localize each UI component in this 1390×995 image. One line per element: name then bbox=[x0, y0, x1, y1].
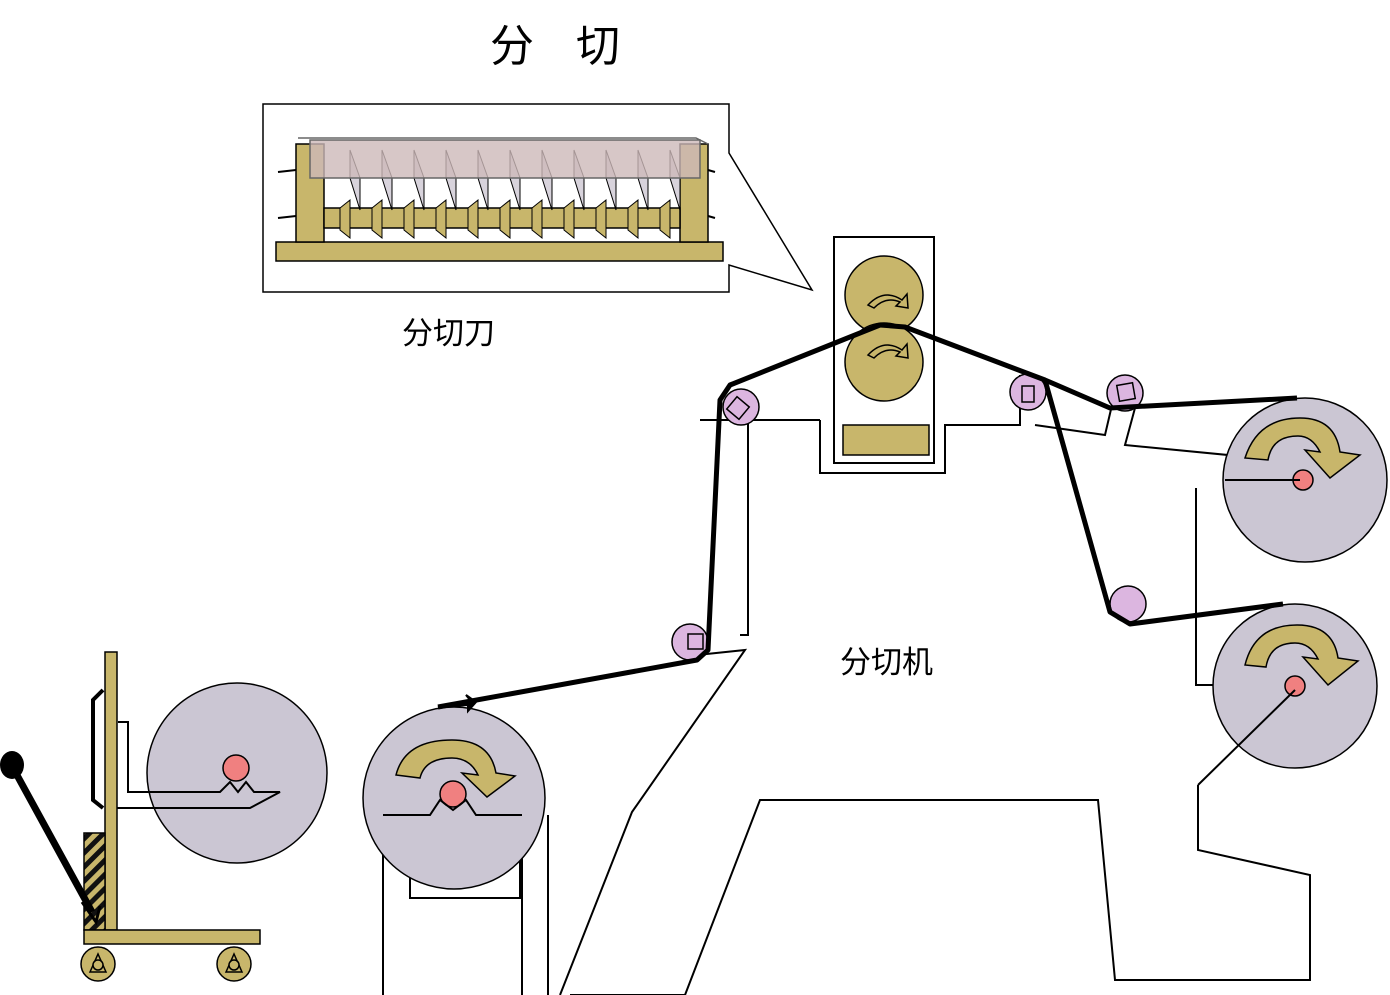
knife-callout bbox=[262, 103, 814, 293]
slitting-knife-label: 分切刀 bbox=[402, 316, 495, 352]
slitting-machine-label: 分切机 bbox=[840, 645, 933, 681]
page-title: 分 切 bbox=[490, 21, 634, 72]
rewind-roll-upper bbox=[1222, 397, 1388, 563]
rotation-arrow-icon bbox=[1244, 624, 1360, 687]
rotation-arrow-icon bbox=[395, 739, 517, 798]
slitter-housing bbox=[833, 236, 935, 464]
slitting-knife-icon bbox=[275, 137, 724, 262]
rotation-arrow-icon bbox=[866, 342, 909, 359]
unwind-roll bbox=[362, 706, 546, 890]
rotation-arrow-icon bbox=[1243, 417, 1362, 480]
feed-arrow-icon bbox=[437, 694, 478, 714]
rewind-roll-lower bbox=[1212, 603, 1378, 769]
web-path bbox=[437, 322, 1298, 710]
idler-rollers bbox=[671, 373, 1147, 661]
machine-body-outline bbox=[382, 375, 1311, 995]
rotation-arrow-icon bbox=[866, 292, 909, 309]
pallet-jack-icon bbox=[0, 651, 328, 982]
